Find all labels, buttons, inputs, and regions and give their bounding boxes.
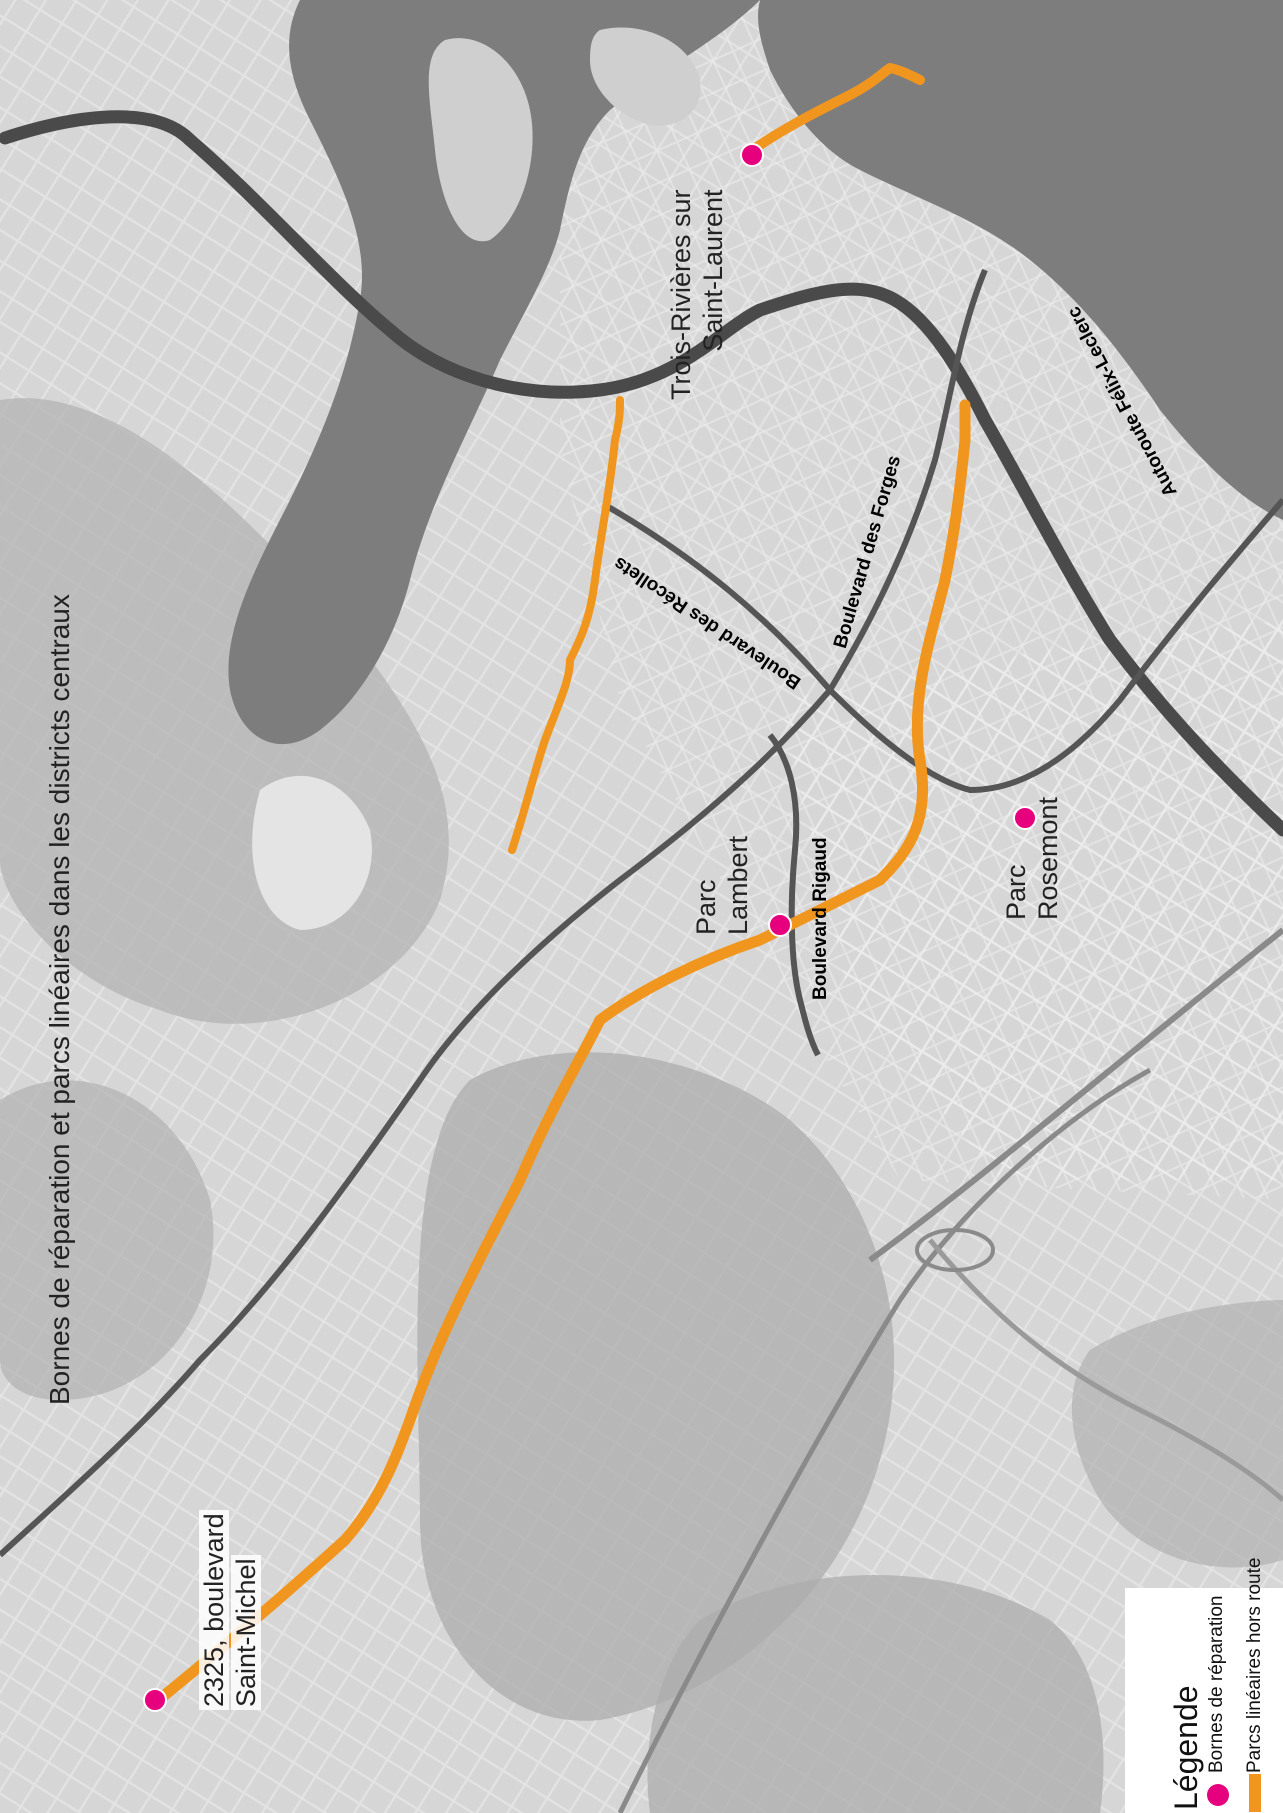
legend-repair-station-label: Bornes de réparation: [1206, 1595, 1227, 1773]
island: [428, 38, 533, 242]
linear-park: [745, 63, 925, 157]
place-label-parc-rosemont: Parc Rosemont: [1000, 797, 1064, 920]
place-label-line: Saint-Michel: [231, 1555, 261, 1710]
forest-area: [417, 1052, 895, 1721]
boulevard-des-forges-line: [0, 268, 988, 1558]
repair-station-marker[interactable]: [768, 913, 792, 937]
secondary-highway: [617, 1067, 1152, 1813]
highway-55: [0, 110, 1283, 837]
secondary-highway: [928, 1238, 1283, 1502]
place-label-parc-lambert: Parc Lambert: [690, 836, 754, 935]
legend-linear-park-label: Parcs linéaires hors route: [1244, 1557, 1265, 1773]
boulevard-rigaud-line: [767, 733, 821, 1057]
boulevard-des-recollets-line: [603, 498, 1283, 794]
linear-park: [508, 396, 624, 854]
repair-station-marker[interactable]: [740, 143, 764, 167]
secondary-highway: [868, 927, 1283, 1263]
place-label-line: Rosemont: [1033, 796, 1063, 920]
place-label-line: Saint-Laurent: [698, 189, 728, 352]
place-label-line: Parc: [691, 879, 721, 935]
place-label-line: Parc: [1001, 864, 1031, 920]
river: [228, 0, 760, 745]
legend-linear-park-symbol: [1249, 1774, 1261, 1812]
legend-title: Légende: [1168, 1685, 1204, 1810]
map-title: Bornes de réparation et parcs linéaires …: [44, 594, 75, 1405]
island: [590, 27, 701, 126]
interchange: [915, 1228, 995, 1272]
road-label-boulevard-rigaud: Boulevard Rigaud: [810, 837, 831, 1000]
legend-repair-station-symbol: [1207, 1784, 1229, 1806]
place-label-saint-michel: 2325, boulevard Saint-Michel: [198, 1510, 262, 1710]
place-label-line: Lambert: [723, 835, 753, 935]
river: [758, 0, 1283, 520]
repair-station-marker[interactable]: [143, 1688, 167, 1712]
place-label-trois-rivieres: Trois-Rivières sur Saint-Laurent: [665, 189, 729, 400]
place-label-line: Trois-Rivières sur: [666, 189, 696, 400]
place-label-line: 2325, boulevard: [199, 1510, 229, 1710]
forest-area: [1071, 1300, 1283, 1568]
forest-area: [647, 1575, 1104, 1813]
open-area: [252, 775, 372, 930]
forest-area: [0, 1080, 214, 1400]
linear-park: [149, 399, 971, 1709]
repair-station-marker[interactable]: [1013, 806, 1037, 830]
